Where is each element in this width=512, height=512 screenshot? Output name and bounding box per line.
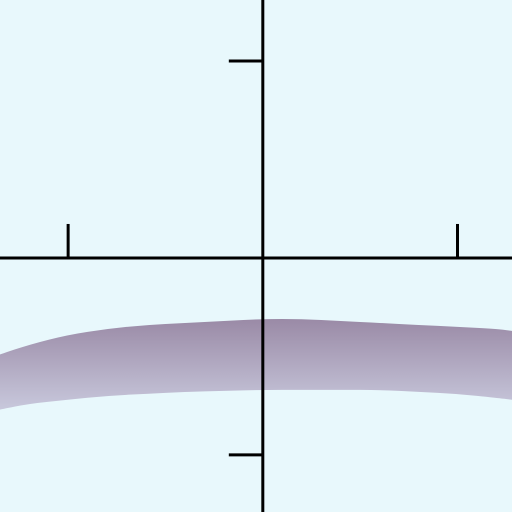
series-layer bbox=[0, 319, 512, 410]
series-band-0 bbox=[0, 319, 512, 410]
